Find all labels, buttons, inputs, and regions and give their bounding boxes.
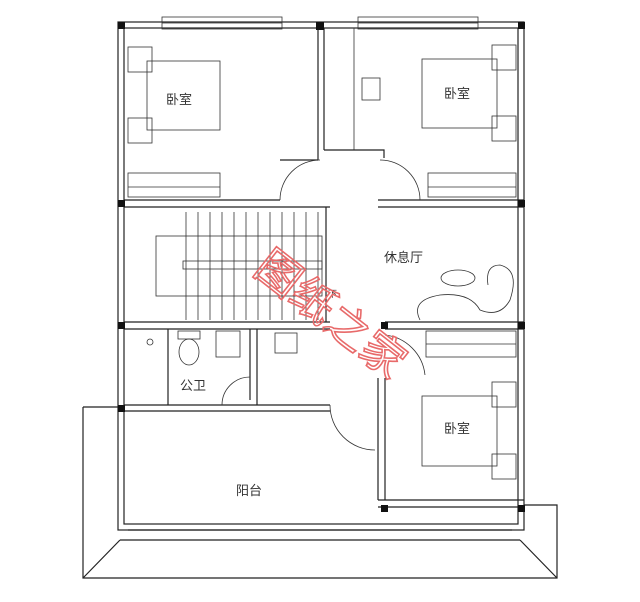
room-label-lounge: 休息厅: [384, 250, 423, 266]
bathroom-fixtures: [146, 330, 298, 366]
doors: [221, 159, 426, 451]
room-label-bedroom-se: 卧室: [444, 421, 470, 437]
lounge-furniture: [417, 264, 514, 321]
stair-down-marker: 下: [328, 290, 337, 300]
room-label-bedroom-ne: 卧室: [444, 86, 470, 102]
structural-columns: [118, 22, 525, 512]
room-label-bathroom: 公卫: [180, 379, 206, 394]
top-windows: [161, 16, 479, 30]
room-label-bedroom-nw: 卧室: [166, 92, 192, 108]
staircase: [155, 212, 323, 320]
beds: [127, 44, 517, 480]
room-label-balcony: 阳台: [236, 484, 262, 499]
balcony-slab: [82, 406, 558, 579]
interior-walls: [124, 28, 524, 508]
wardrobes: [127, 172, 517, 358]
